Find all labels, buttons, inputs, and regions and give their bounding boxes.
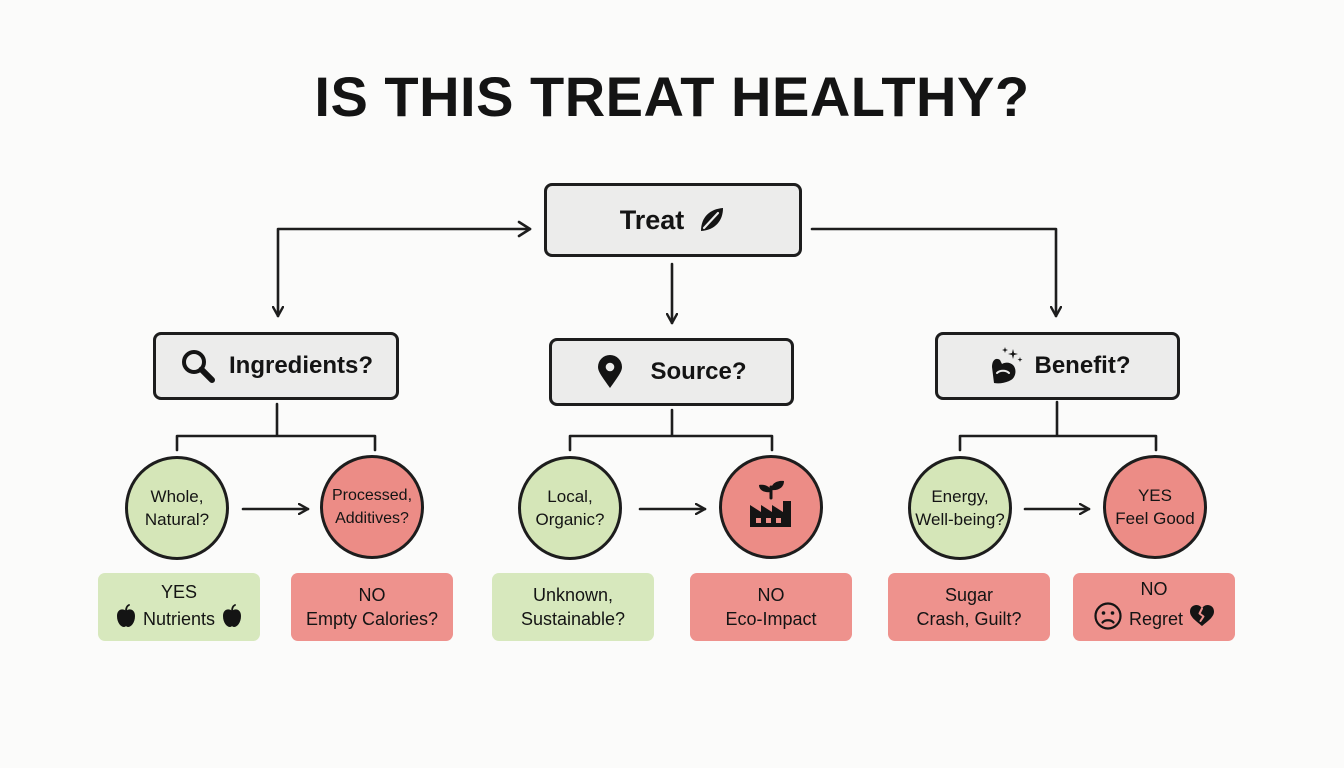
connector-treat-ingredients (278, 227, 532, 318)
sugar-crash-guilt-line1: Sugar (944, 585, 994, 605)
factory-circle (719, 455, 823, 559)
flexed-arm-icon (985, 346, 1023, 386)
no-eco-impact-line1: NO (757, 585, 785, 605)
benefit-node: Benefit? (935, 332, 1180, 400)
no-regret-line2: Regret (1128, 609, 1184, 629)
leaf-icon (696, 205, 726, 235)
factory-sprout-icon (744, 479, 798, 535)
ingredients-label: Ingredients? (228, 352, 373, 379)
treat-label: Treat (619, 204, 685, 235)
unknown-sustainable-line1: Unknown, (532, 585, 614, 605)
location-pin-icon (596, 355, 624, 389)
energy-wellbeing-text: Energy, Well-being? (915, 487, 1005, 529)
bracket-benefit (958, 400, 1158, 452)
no-empty-calories-line2: Empty Calories? (305, 609, 439, 629)
local-organic-text: Local, Organic? (535, 487, 605, 529)
yes-nutrients-card: YES Nutrients (98, 573, 260, 641)
no-eco-impact-card: NO Eco-Impact (690, 573, 852, 641)
sugar-crash-guilt-line2: Crash, Guilt? (916, 609, 1022, 629)
ingredients-node: Ingredients? (153, 332, 399, 400)
processed-additives-text: Processed, Additives? (331, 487, 413, 527)
treat-node: Treat (544, 183, 802, 257)
energy-wellbeing-circle: Energy, Well-being? (908, 456, 1012, 560)
bracket-ingredients (175, 402, 377, 452)
source-label: Source? (650, 358, 747, 385)
apple-icon (221, 604, 243, 634)
no-regret-card: NO Regret (1073, 573, 1235, 641)
bracket-source (568, 408, 774, 452)
apple-icon (115, 604, 137, 634)
source-node: Source? (549, 338, 794, 406)
no-eco-impact-line2: Eco-Impact (725, 609, 817, 629)
whole-natural-circle: Whole, Natural? (125, 456, 229, 560)
arrowhead-into-treat (517, 220, 532, 238)
sad-face-icon (1093, 601, 1123, 637)
magnifier-icon (179, 347, 217, 385)
unknown-sustainable-line2: Sustainable? (520, 609, 626, 629)
page-title: IS THIS TREAT HEALTHY? (314, 65, 1030, 128)
benefit-label: Benefit? (1034, 352, 1131, 379)
no-empty-calories-card: NO Empty Calories? (291, 573, 453, 641)
unknown-sustainable-card: Unknown, Sustainable? (492, 573, 654, 641)
yes-nutrients-line2: Nutrients (142, 609, 216, 629)
yes-feel-good-circle: YES Feel Good (1103, 455, 1207, 559)
no-empty-calories-line1: NO (358, 585, 386, 605)
whole-natural-text: Whole, Natural? (144, 487, 210, 529)
processed-additives-circle: Processed, Additives? (320, 455, 424, 559)
yes-nutrients-line1: YES (160, 582, 198, 602)
local-organic-circle: Local, Organic? (518, 456, 622, 560)
no-regret-line1: NO (1140, 579, 1168, 599)
broken-heart-icon (1189, 604, 1215, 634)
yes-feel-good-text: YES Feel Good (1115, 486, 1195, 528)
connector-treat-benefit (810, 227, 1056, 318)
sugar-crash-guilt-card: Sugar Crash, Guilt? (888, 573, 1050, 641)
